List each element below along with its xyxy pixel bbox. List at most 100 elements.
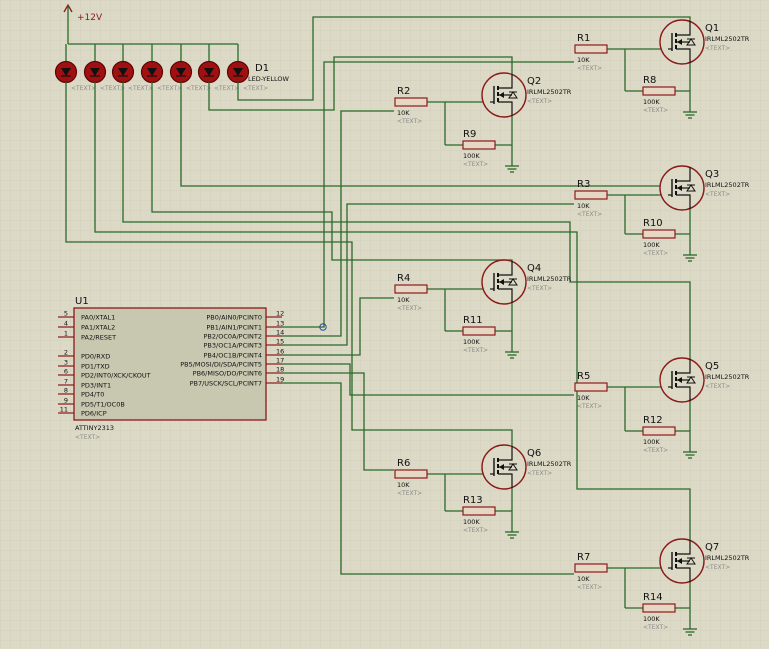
- mcu-pin-number: 11: [60, 406, 68, 414]
- led-4[interactable]: <TEXT>: [140, 44, 183, 92]
- led-2[interactable]: <TEXT>: [83, 44, 126, 92]
- mosfet-ref: Q2: [527, 76, 541, 87]
- led-7[interactable]: <TEXT>: [226, 44, 269, 92]
- ground-symbol: [683, 111, 697, 119]
- mcu-pin-number: 16: [276, 348, 284, 356]
- mcu-pin-name: PA1/XTAL2: [81, 324, 115, 332]
- gate-resistor-text: <TEXT>: [577, 211, 602, 218]
- power-label: +12V: [77, 13, 103, 23]
- ground-symbol: [505, 531, 519, 539]
- led-1[interactable]: <TEXT>: [54, 44, 97, 92]
- gate-resistor-text: <TEXT>: [397, 118, 422, 125]
- mcu-pin-name: PD2/INT0/XCK/CKOUT: [81, 372, 151, 380]
- mcu-pin-number: 7: [64, 378, 68, 386]
- gate-resistor-2[interactable]: R2 10K<TEXT>: [394, 86, 428, 125]
- gate-resistor-ref: R1: [577, 33, 590, 44]
- gate-resistor-text: <TEXT>: [577, 584, 602, 591]
- mosfet-ref: Q1: [705, 23, 719, 34]
- mosfet-text: <TEXT>: [705, 191, 730, 198]
- mcu-pin-number: 12: [276, 310, 284, 318]
- driver-stages: R110K<TEXT>R8100K<TEXT>Q1IRLML2502TR<TEX…: [394, 19, 750, 636]
- mcu-pin-name: PD6/ICP: [81, 410, 107, 418]
- led-5[interactable]: <TEXT>: [169, 44, 212, 92]
- mcu-pin-number: 1: [64, 330, 68, 338]
- pulldown-resistor-value: 100K: [643, 615, 660, 623]
- mosfet-ref: Q6: [527, 448, 541, 459]
- pulldown-resistor-value: 100K: [463, 338, 480, 346]
- gate-resistor-6[interactable]: R6 10K<TEXT>: [394, 458, 428, 497]
- gate-resistor-value: 10K: [577, 575, 590, 583]
- led-3[interactable]: <TEXT>: [111, 44, 154, 92]
- mcu-pin-name: PD5/T1/OC0B: [81, 401, 125, 409]
- led-6[interactable]: <TEXT>: [197, 44, 240, 92]
- pulldown-resistor-value: 100K: [463, 518, 480, 526]
- led-text-placeholder: <TEXT>: [157, 85, 182, 92]
- mcu-pin-number: 17: [276, 357, 284, 365]
- mcu-text: <TEXT>: [75, 434, 100, 441]
- pulldown-resistor-ref: R8: [643, 75, 656, 86]
- gate-resistor-ref: R2: [397, 86, 410, 97]
- pulldown-resistor-value: 100K: [463, 152, 480, 160]
- pulldown-resistor-ref: R9: [463, 129, 476, 140]
- gate-resistor-value: 10K: [397, 481, 410, 489]
- mcu-pin-name: PB6/MISO/DO/PCINT6: [193, 370, 262, 378]
- gate-resistor-text: <TEXT>: [397, 490, 422, 497]
- gate-resistor-text: <TEXT>: [577, 65, 602, 72]
- led-bank: <TEXT><TEXT><TEXT><TEXT><TEXT><TEXT><TEX…: [54, 44, 269, 92]
- gate-resistor-ref: R6: [397, 458, 410, 469]
- pulldown-resistor-value: 100K: [643, 438, 660, 446]
- mcu-pin-number: 18: [276, 366, 284, 374]
- gate-resistor-ref: R3: [577, 179, 590, 190]
- power-terminal[interactable]: +12V: [63, 3, 103, 44]
- mosfet-part: IRLML2502TR: [527, 460, 572, 468]
- mcu-pin-number: 3: [64, 359, 68, 367]
- probe-marker[interactable]: [319, 323, 327, 331]
- mcu-pin-number: 8: [64, 387, 68, 395]
- mcu-pin-number: 4: [64, 320, 68, 328]
- mosfet-part: IRLML2502TR: [527, 275, 572, 283]
- gate-resistor-value: 10K: [397, 109, 410, 117]
